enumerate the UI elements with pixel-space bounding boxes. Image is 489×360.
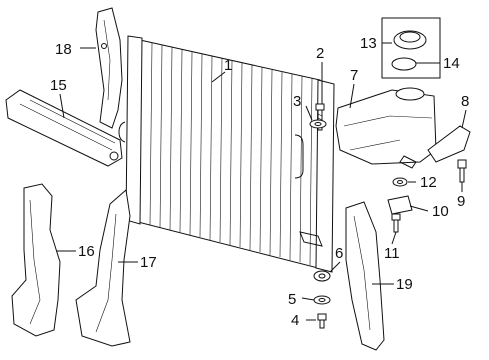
callout-13: 13 bbox=[360, 35, 377, 52]
radiator-side-mount bbox=[118, 121, 126, 143]
lower-center-deflector bbox=[75, 189, 131, 347]
callout-12: 12 bbox=[420, 174, 437, 191]
callout-18: 18 bbox=[55, 41, 72, 58]
radiator-outlet bbox=[299, 231, 323, 247]
washer-12 bbox=[392, 177, 408, 187]
bolt-11 bbox=[391, 213, 401, 233]
radiator-fins bbox=[149, 42, 313, 266]
callout-labels: 1 2 3 4 5 6 7 8 9 10 11 12 13 14 15 16 1… bbox=[50, 35, 469, 329]
callout-10: 10 bbox=[432, 203, 449, 220]
leader-lines bbox=[56, 42, 467, 321]
callout-6: 6 bbox=[335, 245, 343, 262]
upper-side-deflector bbox=[95, 7, 123, 129]
right-side-deflector bbox=[345, 201, 385, 351]
bracket-8 bbox=[427, 125, 471, 163]
callout-14: 14 bbox=[443, 55, 460, 72]
callout-17: 17 bbox=[140, 254, 157, 271]
callout-4: 4 bbox=[291, 312, 299, 329]
lower-left-deflector bbox=[11, 183, 61, 337]
callout-3: 3 bbox=[293, 93, 301, 110]
callout-5: 5 bbox=[288, 291, 296, 308]
radiator-hose-neck bbox=[294, 134, 304, 179]
mount-6 bbox=[313, 270, 331, 282]
callout-8: 8 bbox=[461, 93, 469, 110]
bracket-10 bbox=[387, 195, 413, 215]
callout-1: 1 bbox=[224, 57, 232, 74]
callout-15: 15 bbox=[50, 77, 67, 94]
callout-11: 11 bbox=[384, 245, 400, 262]
radiator-core bbox=[111, 35, 335, 273]
callout-9: 9 bbox=[457, 193, 465, 210]
washer-5 bbox=[313, 295, 331, 305]
bolt-9 bbox=[457, 159, 467, 183]
callout-7: 7 bbox=[350, 67, 358, 84]
callout-19: 19 bbox=[396, 276, 413, 293]
stud-4 bbox=[317, 313, 327, 329]
cap-detail-box bbox=[381, 17, 441, 79]
callout-16: 16 bbox=[78, 243, 95, 260]
callout-2: 2 bbox=[316, 45, 324, 62]
grommet-3 bbox=[309, 119, 327, 129]
upper-air-duct bbox=[5, 89, 123, 167]
expansion-tank bbox=[335, 87, 437, 169]
